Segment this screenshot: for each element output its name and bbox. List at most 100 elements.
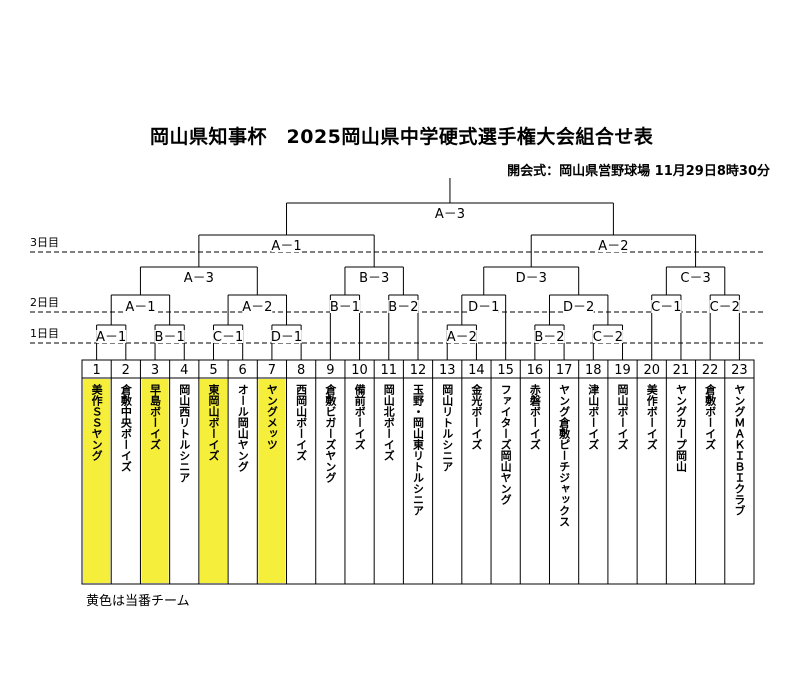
team-name-22: 倉敷ボーイズ [704,383,718,450]
match-r1-4: A－2 [447,330,477,345]
match-r2-3: B－2 [388,300,418,315]
team-number-12: 12 [410,363,427,378]
team-name-2: 倉敷中央ボーイズ [119,383,132,472]
match-r2-6: C－1 [651,300,681,315]
match-r2-2: B－1 [330,300,360,315]
match-r1-2: C－1 [213,330,243,345]
match-r1-0-bg [96,330,127,343]
team-number-18: 18 [585,363,602,378]
match-r3-1-bg [359,271,390,284]
match-r1-2-bg [213,330,244,343]
match-final-bg [434,207,465,220]
match-r2-3-bg [388,300,419,313]
team-name-4: 岡山西リトルシニア [178,384,191,483]
team-number-23: 23 [731,363,748,378]
match-r1-3: D－1 [271,330,302,345]
team-name-7: ヤングメッツ [265,384,278,450]
team-name-23: ヤングＭＡＫＩＢＩクラブ [733,384,746,516]
team-highlight-5 [199,379,228,583]
team-number-16: 16 [527,363,544,378]
team-number-11: 11 [381,363,398,378]
team-name-12: 玉野・岡山東リトルシニア [412,384,425,516]
match-r1-1-bg [154,330,185,343]
team-name-11: 岡山北ボーイズ [382,384,395,461]
team-number-5: 5 [209,363,217,378]
team-number-19: 19 [614,363,631,378]
match-r1-1: B－1 [155,330,185,345]
team-name-8: 西岡山ボーイズ [295,384,308,461]
team-number-4: 4 [180,363,188,378]
match-r1-3-bg [271,330,302,343]
team-highlight-7 [258,379,286,583]
team-name-1: 美作ＳＳヤング [90,383,103,461]
match-final: A－3 [435,207,465,222]
team-highlight-3 [141,379,169,583]
match-r2-0: A－1 [125,300,155,315]
match-r1-6: C－2 [593,330,623,345]
team-name-15: ファイターズ岡山ヤング [499,384,512,505]
match-sf-0-bg [271,239,302,252]
team-number-3: 3 [151,363,159,378]
match-r2-5-bg [563,300,594,313]
page-title: 岡山県知事杯 2025岡山県中学硬式選手権大会組合せ表 [150,126,654,148]
team-name-19: 岡山ボーイズ [616,384,629,450]
match-r3-0: A－3 [184,271,214,286]
team-name-6: オール岡山ヤング [236,384,249,472]
opening-ceremony-info: 開会式：岡山県営野球場 11月29日8時30分 [507,164,770,179]
team-number-6: 6 [239,363,247,378]
match-sf-1: A－2 [598,239,628,254]
highlight-note: 黄色は当番チーム [86,594,190,609]
match-r2-7-bg [709,300,740,313]
team-number-13: 13 [439,363,456,378]
team-number-15: 15 [497,363,514,378]
match-r2-4: D－1 [468,300,499,315]
team-name-17: ヤング倉敷ピーチジャックス [558,384,572,527]
day-label-1: 2日目 [30,296,59,309]
match-r2-6-bg [651,300,682,313]
match-r2-0-bg [125,300,156,313]
match-r1-0: A－1 [96,330,126,345]
team-number-20: 20 [643,363,660,378]
match-r1-5-bg [534,330,565,343]
team-number-22: 22 [702,363,719,378]
team-name-16: 赤磐ボーイズ [528,383,541,450]
team-name-14: 金光ボーイズ [470,383,484,450]
match-r2-4-bg [468,300,499,313]
match-r3-2: D－3 [516,271,547,286]
team-number-9: 9 [326,363,334,378]
team-number-8: 8 [297,363,305,378]
team-number-14: 14 [468,363,485,378]
team-name-18: 津山ボーイズ [587,383,600,450]
match-r2-2-bg [329,300,360,313]
match-r1-5: B－2 [534,330,564,345]
team-name-9: 倉敷ビガーズヤング [324,383,338,483]
team-table: 1美作ＳＳヤング2倉敷中央ボーイズ3早島ボーイズ4岡山西リトルシニア5東岡山ボー… [81,359,755,585]
match-r2-1-bg [242,300,273,313]
team-highlight-1 [83,379,111,583]
day-divider-lines [30,251,764,344]
match-r3-3-bg [680,271,711,284]
match-r3-3: C－3 [680,271,710,286]
team-number-1: 1 [92,363,100,378]
match-r1-6-bg [592,330,623,343]
match-sf-1-bg [598,239,629,252]
match-sf-0: A－1 [271,239,301,254]
match-r1-4-bg [446,330,477,343]
match-r2-1: A－2 [242,300,272,315]
match-r2-5: D－2 [563,300,594,315]
team-name-13: 岡山リトルシニア [441,384,454,472]
team-name-20: 美作ボーイズ [645,383,658,450]
team-name-3: 早島ボーイズ [149,384,162,450]
team-name-21: ヤングカープ岡山 [674,384,687,473]
team-number-21: 21 [673,363,690,378]
match-r3-0-bg [183,271,214,284]
team-number-7: 7 [268,363,276,378]
match-r2-7: C－2 [710,300,740,315]
team-number-10: 10 [351,363,368,378]
team-table-border [81,359,755,585]
team-number-17: 17 [556,363,573,378]
team-name-10: 備前ボーイズ [353,383,366,450]
